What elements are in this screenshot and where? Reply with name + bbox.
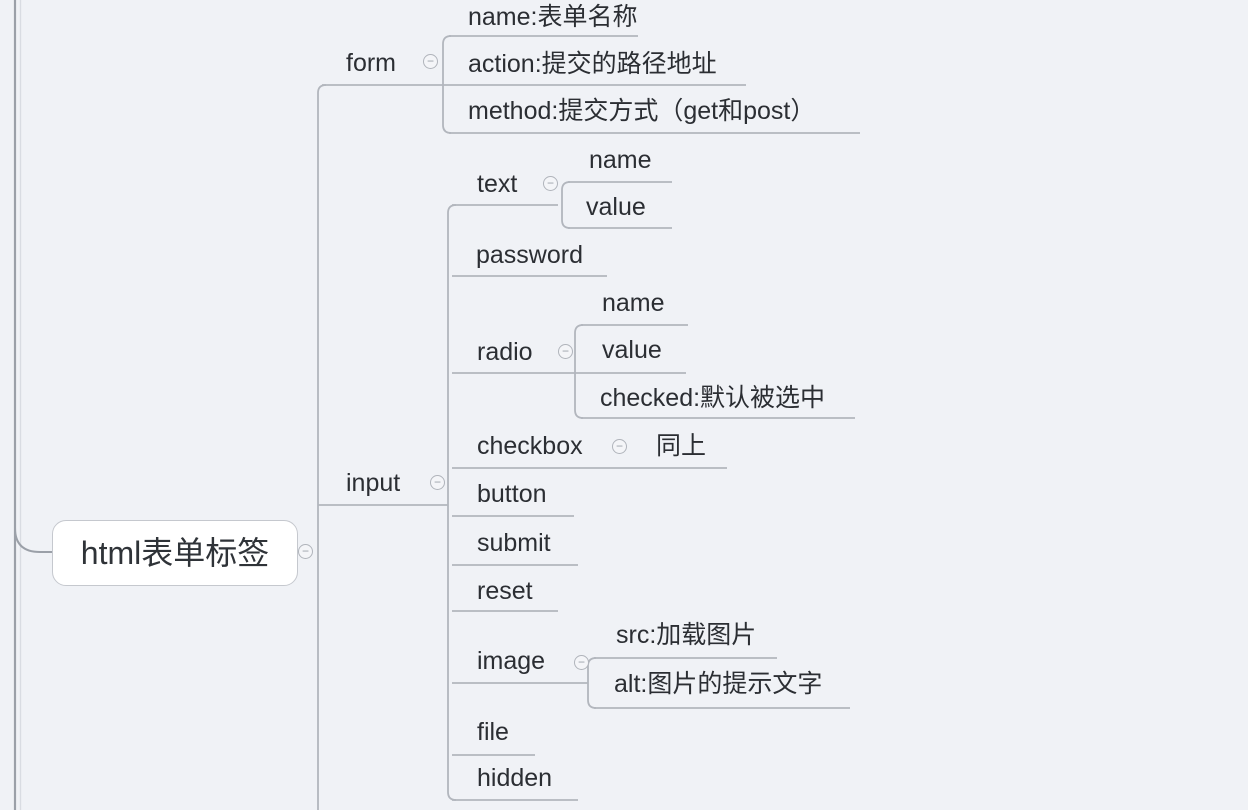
topic-radio-checked[interactable]: checked:默认被选中: [600, 384, 826, 412]
topic-input-checkbox[interactable]: checkbox: [477, 432, 583, 460]
topic-text-name[interactable]: name: [589, 146, 652, 174]
topic-form-name[interactable]: name:表单名称: [468, 3, 638, 31]
root-connector: [14, 527, 52, 553]
topic-input-radio[interactable]: radio: [477, 338, 533, 366]
root-children-bracket: [317, 84, 327, 810]
collapse-icon-form[interactable]: −: [423, 54, 438, 69]
form-children-bracket: [442, 35, 452, 134]
topic-image-src[interactable]: src:加载图片: [616, 621, 757, 649]
topic-image-alt[interactable]: alt:图片的提示文字: [614, 670, 823, 698]
topic-input-reset[interactable]: reset: [477, 577, 533, 605]
input-children-bracket: [447, 204, 457, 801]
topic-form-method[interactable]: method:提交方式（get和post）: [468, 97, 816, 125]
topic-input-hidden[interactable]: hidden: [477, 764, 553, 792]
topic-input[interactable]: input: [346, 469, 401, 497]
collapse-icon-image[interactable]: −: [574, 655, 589, 670]
image-children-bracket: [587, 657, 597, 709]
collapse-icon-input[interactable]: −: [430, 475, 445, 490]
collapse-icon-text[interactable]: −: [543, 176, 558, 191]
topic-input-image[interactable]: image: [477, 647, 546, 675]
topic-form-action[interactable]: action:提交的路径地址: [468, 50, 717, 78]
root-topic-label: html表单标签: [80, 535, 270, 571]
topic-input-text[interactable]: text: [477, 170, 518, 198]
radio-children-bracket: [574, 324, 584, 419]
topic-form[interactable]: form: [346, 49, 396, 77]
topic-input-button[interactable]: button: [477, 480, 547, 508]
collapse-icon-root[interactable]: −: [298, 544, 313, 559]
collapse-icon-radio[interactable]: −: [558, 344, 573, 359]
topic-input-password[interactable]: password: [476, 241, 583, 269]
topic-input-file[interactable]: file: [477, 718, 509, 746]
collapse-icon-checkbox[interactable]: −: [612, 439, 627, 454]
topic-text-value[interactable]: value: [586, 193, 646, 221]
root-topic[interactable]: html表单标签: [52, 520, 298, 586]
text-children-bracket: [561, 181, 571, 229]
topic-radio-value[interactable]: value: [602, 336, 662, 364]
topic-input-submit[interactable]: submit: [477, 529, 551, 557]
topic-radio-name[interactable]: name: [602, 289, 665, 317]
topic-checkbox-same[interactable]: 同上: [656, 432, 707, 460]
